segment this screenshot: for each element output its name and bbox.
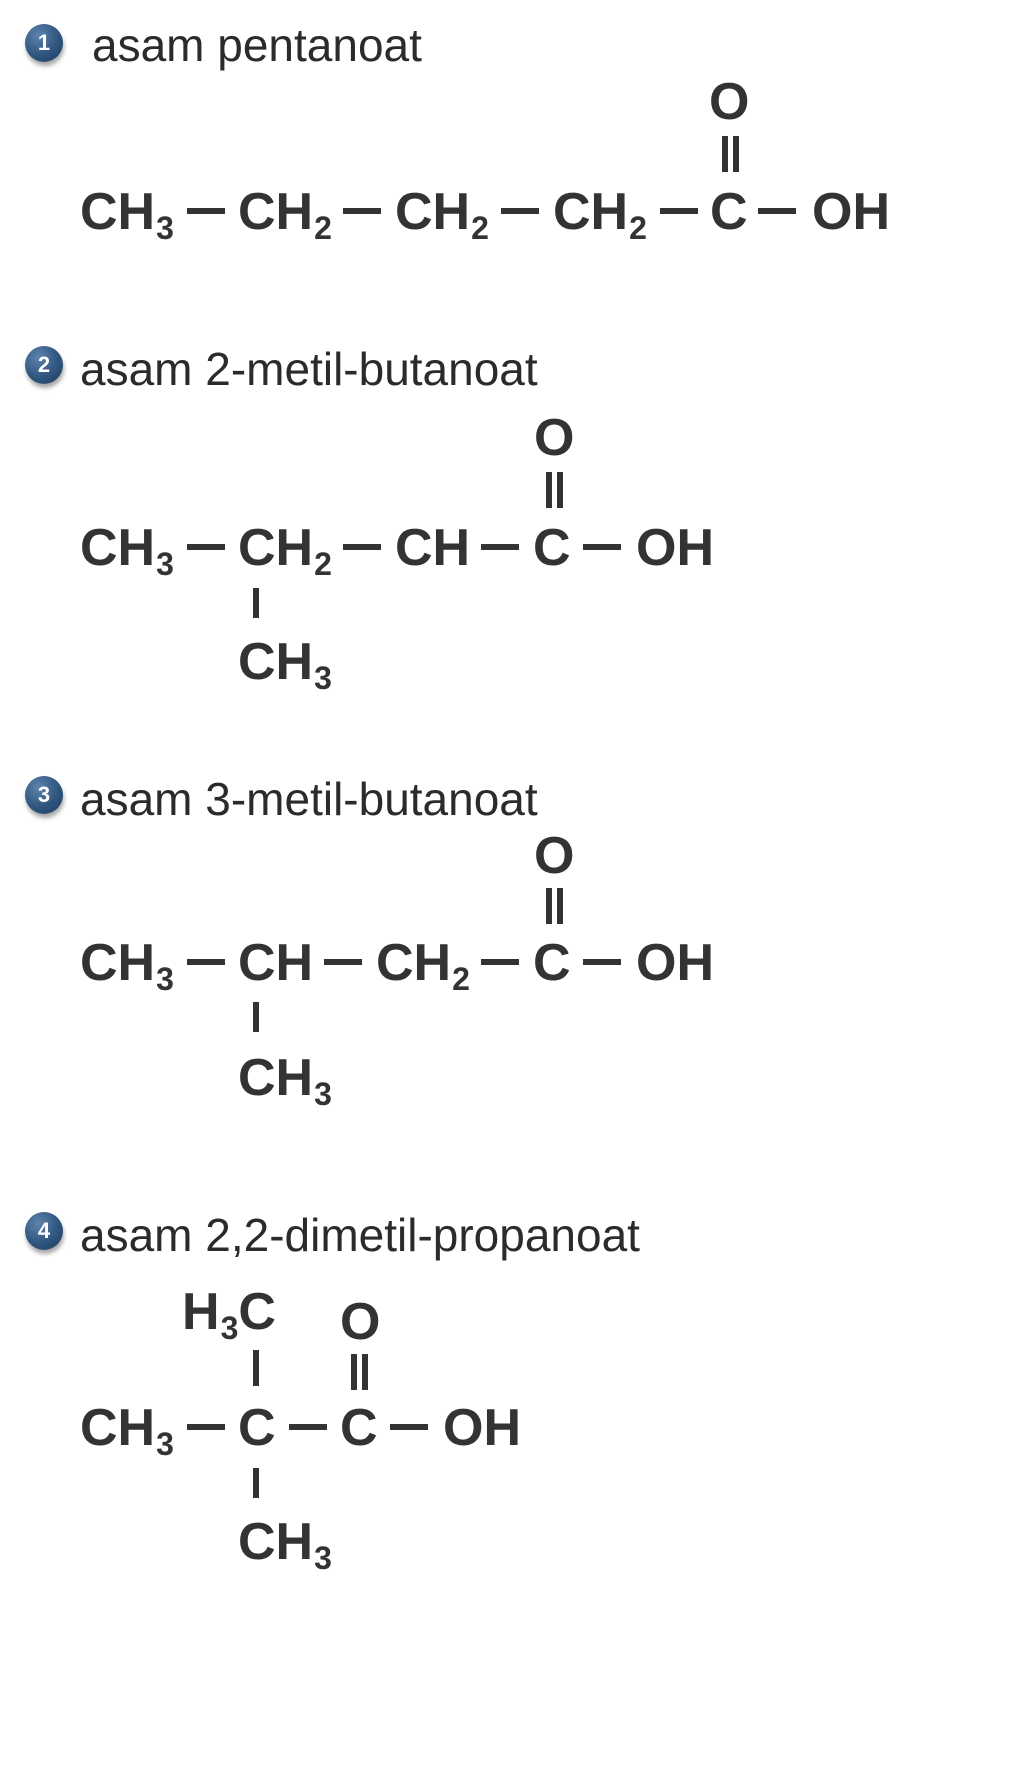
c1-carbonyl-o: O xyxy=(709,73,750,131)
c3-ch: CH xyxy=(238,934,314,992)
c1-bond-4 xyxy=(660,208,698,214)
c3-bond-1 xyxy=(187,959,225,965)
c2-oh: OH xyxy=(636,519,714,577)
c1-ch2-a: CH2 xyxy=(238,183,332,246)
c1-ch3: CH3 xyxy=(80,183,174,246)
c4-double-bond-left xyxy=(351,1354,357,1390)
c3-branch-ch3: CH3 xyxy=(238,1049,332,1112)
c1-ch2-b: CH2 xyxy=(395,183,489,246)
c2-ch2: CH2 xyxy=(238,519,332,582)
c3-branch-bond xyxy=(253,1002,259,1032)
c4-bond-1 xyxy=(187,1424,225,1430)
c2-bond-1 xyxy=(187,544,225,550)
c1-bond-1 xyxy=(187,208,225,214)
c2-bond-4 xyxy=(583,544,621,550)
c2-ch3: CH3 xyxy=(80,519,174,582)
c1-carbonyl-c: C xyxy=(710,183,748,241)
compound-4-number-badge: 4 xyxy=(25,1212,63,1250)
c1-double-bond-left xyxy=(722,136,728,172)
compound-1-name: asam pentanoat xyxy=(92,19,422,71)
c2-bond-3 xyxy=(481,544,519,550)
c1-ch2-c: CH2 xyxy=(553,183,647,246)
compound-2-name: asam 2-metil-butanoat xyxy=(80,343,538,395)
c1-oh: OH xyxy=(812,183,890,241)
compound-3-number-badge: 3 xyxy=(25,776,63,814)
c4-bond-3 xyxy=(390,1424,428,1430)
c4-carbonyl-c: C xyxy=(340,1399,378,1457)
c4-top-h3c: H3C xyxy=(182,1283,276,1346)
c2-branch-bond xyxy=(253,588,259,618)
compound-1-number-badge: 1 xyxy=(25,24,63,62)
c3-ch2: CH2 xyxy=(376,934,470,997)
c3-bond-3 xyxy=(481,959,519,965)
c2-ch: CH xyxy=(395,519,471,577)
compound-3-name: asam 3-metil-butanoat xyxy=(80,773,538,825)
c4-carbonyl-o: O xyxy=(340,1293,381,1351)
compound-2-number-badge: 2 xyxy=(25,346,63,384)
c2-carbonyl-c: C xyxy=(533,519,571,577)
c3-double-bond-right xyxy=(557,888,563,924)
c3-double-bond-left xyxy=(546,888,552,924)
c4-quaternary-c: C xyxy=(238,1399,276,1457)
c2-double-bond-left xyxy=(546,472,552,508)
c1-bond-2 xyxy=(343,208,381,214)
c4-bottom-branch-bond xyxy=(253,1468,259,1498)
c4-bottom-ch3: CH3 xyxy=(238,1513,332,1576)
c4-ch3: CH3 xyxy=(80,1399,174,1462)
c4-oh: OH xyxy=(443,1399,521,1457)
c4-top-branch-bond xyxy=(253,1350,259,1386)
c3-oh: OH xyxy=(636,934,714,992)
compound-4-name: asam 2,2-dimetil-propanoat xyxy=(80,1209,640,1261)
c1-bond-3 xyxy=(501,208,539,214)
c2-branch-ch3: CH3 xyxy=(238,633,332,696)
c3-carbonyl-c: C xyxy=(533,934,571,992)
c2-bond-2 xyxy=(343,544,381,550)
c3-ch3: CH3 xyxy=(80,934,174,997)
c4-bond-2 xyxy=(289,1424,327,1430)
c3-carbonyl-o: O xyxy=(534,827,575,885)
c3-bond-4 xyxy=(583,959,621,965)
c4-double-bond-right xyxy=(362,1354,368,1390)
c2-double-bond-right xyxy=(557,472,563,508)
c1-bond-5 xyxy=(758,208,796,214)
c2-carbonyl-o: O xyxy=(534,409,575,467)
c3-bond-2 xyxy=(324,959,362,965)
c1-double-bond-right xyxy=(733,136,739,172)
